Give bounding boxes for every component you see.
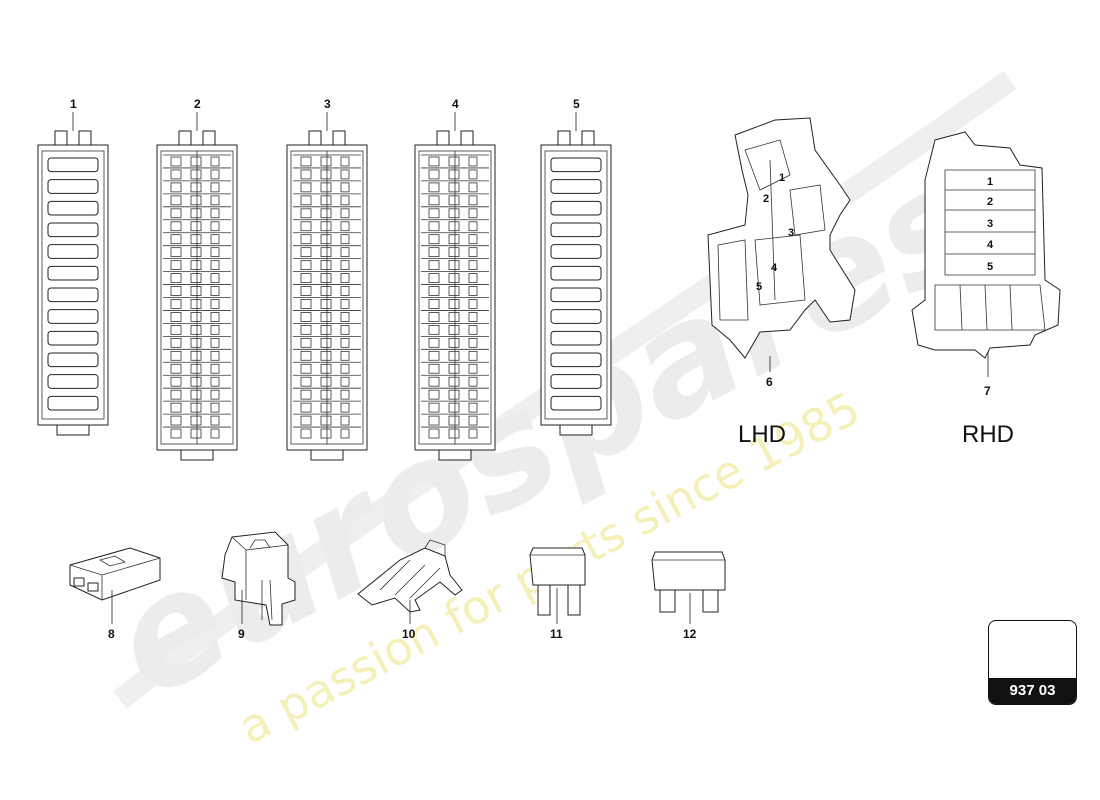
callout-11: 11 xyxy=(550,627,563,641)
callout-10: 10 xyxy=(402,627,416,641)
rhd-callout-5: 5 xyxy=(987,261,993,273)
fuse-holder-1: 1 xyxy=(37,97,109,436)
fuse-holder-3: 3 xyxy=(286,97,368,461)
callout-9: 9 xyxy=(238,627,245,641)
fuse-holder-2: 2 xyxy=(156,97,238,461)
rhd-callout-2: 2 xyxy=(987,196,993,208)
lhd-callout-5: 5 xyxy=(756,281,762,293)
lhd-label: LHD xyxy=(738,421,786,448)
lhd-fuse-box: 1 2 3 4 5 6 LHD xyxy=(707,117,856,448)
callout-4: 4 xyxy=(452,97,459,111)
rhd-fuse-box: 1 2 3 4 5 7 RHD xyxy=(911,131,1061,448)
lhd-callout-4: 4 xyxy=(771,262,778,274)
clip-10: 10 xyxy=(357,539,463,641)
rhd-callout-4: 4 xyxy=(987,239,994,251)
reference-code: 937 03 xyxy=(989,678,1076,704)
fuse-holder-5: 5 xyxy=(540,97,612,436)
lhd-callout-2: 2 xyxy=(763,193,769,205)
callout-5: 5 xyxy=(573,97,580,111)
fuse-holders: 1 2 3 4 5 xyxy=(37,97,612,461)
reference-box: 937 03 xyxy=(988,620,1077,705)
rhd-label: RHD xyxy=(962,421,1014,448)
callout-7: 7 xyxy=(984,384,991,398)
rhd-callout-3: 3 xyxy=(987,218,993,230)
callout-1: 1 xyxy=(70,97,77,111)
callout-12: 12 xyxy=(683,627,697,641)
fuse-holder-4: 4 xyxy=(414,97,496,461)
mini-fuse-11: 11 xyxy=(529,547,586,641)
standard-fuse-12: 12 xyxy=(651,551,726,641)
callout-6: 6 xyxy=(766,375,773,389)
rhd-callout-1: 1 xyxy=(987,176,993,188)
callout-2: 2 xyxy=(194,97,201,111)
callout-3: 3 xyxy=(324,97,331,111)
lhd-callout-3: 3 xyxy=(788,227,794,239)
connector-8: 8 xyxy=(69,547,161,641)
connector-9: 9 xyxy=(221,531,296,641)
callout-8: 8 xyxy=(108,627,115,641)
lhd-callout-1: 1 xyxy=(779,172,785,184)
